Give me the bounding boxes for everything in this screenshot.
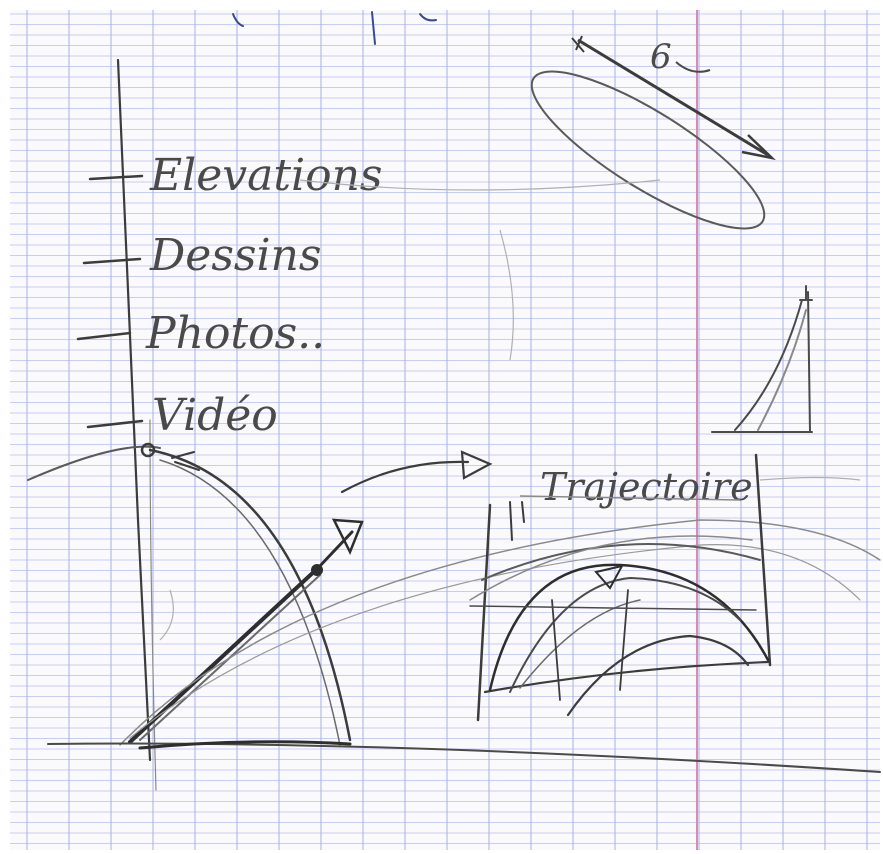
- trajectory-label: Trajectoire: [540, 465, 753, 509]
- top-ink-scribble: [232, 11, 437, 45]
- list-item-photos: Photos..: [145, 308, 325, 359]
- small-triangle-sketch: [711, 285, 813, 433]
- list-item-video: Vidéo: [152, 390, 278, 441]
- ground-line: [47, 740, 881, 773]
- left-axis: [116, 58, 157, 791]
- top-right-squiggle: [675, 61, 711, 73]
- faint-strokes: [159, 179, 861, 641]
- trajectory-sketch-left: [27, 442, 881, 746]
- forward-arrow: [340, 450, 493, 494]
- trajectory-label-ticks: [509, 501, 525, 541]
- list-item-elevations: Elevations: [149, 150, 382, 201]
- ellipse-sketch: [530, 35, 776, 230]
- trajectory-underline: [519, 495, 741, 501]
- list-item-dessins: Dessins: [149, 230, 321, 281]
- bullet-dashes: [76, 174, 144, 429]
- arch-sketch: [469, 453, 772, 722]
- top-right-mark: 6: [650, 37, 672, 77]
- paper-grid: [10, 10, 880, 850]
